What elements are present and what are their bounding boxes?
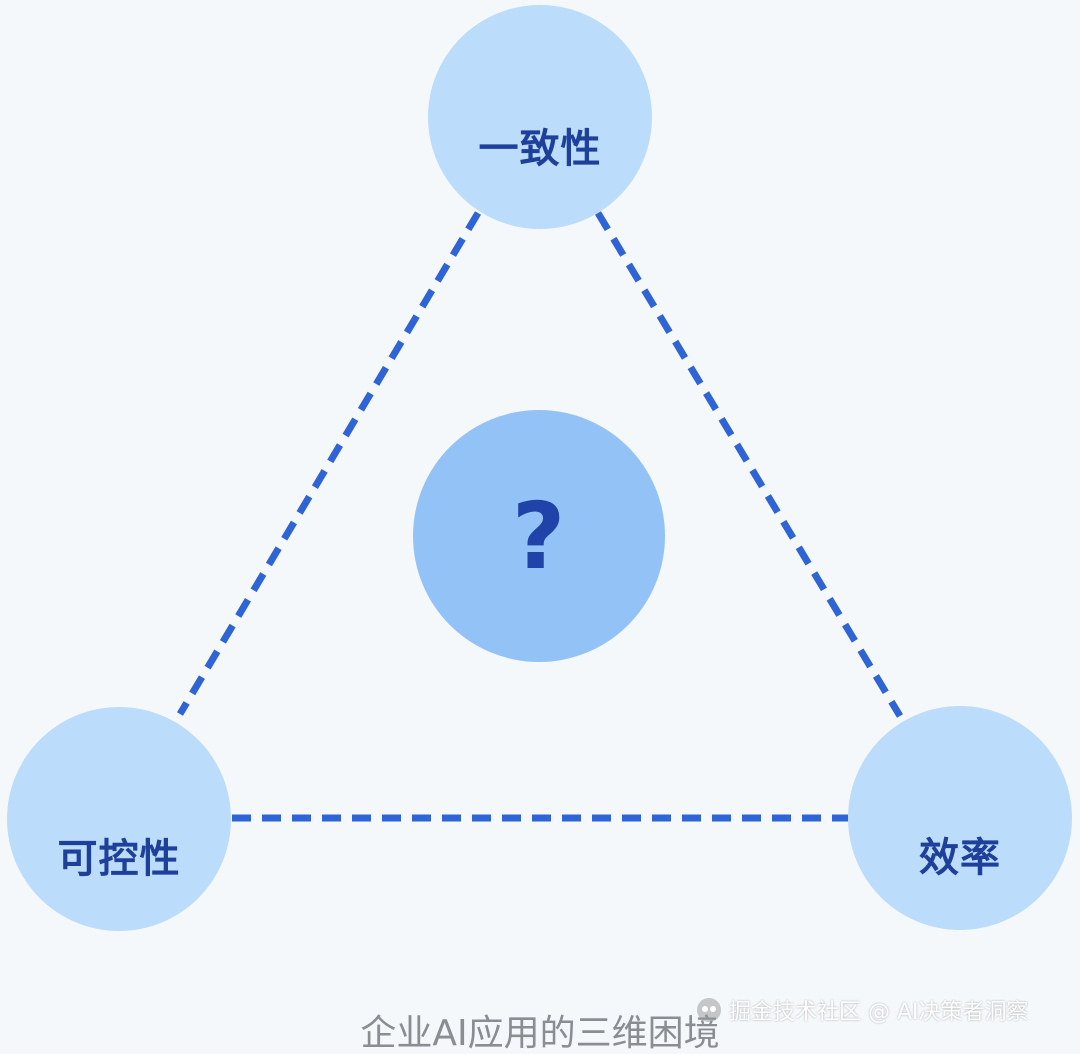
- node-consistency: 一致性: [428, 5, 652, 229]
- dashed-line-top-left: [176, 211, 482, 716]
- wechat-icon: [697, 998, 721, 1022]
- node-controllability-label: 可控性: [57, 836, 181, 882]
- question-mark-icon: ?: [511, 482, 567, 590]
- node-efficiency: 效率: [848, 706, 1072, 930]
- watermark-text: 掘金技术社区 @ AI决策者洞察: [729, 1000, 1029, 1025]
- node-center-question: ?: [413, 410, 665, 662]
- node-controllability: 可控性: [7, 707, 231, 931]
- node-efficiency-label: 效率: [919, 835, 1001, 881]
- diagram-caption: 企业AI应用的三维困境: [360, 1013, 720, 1054]
- dashed-line-top-right: [594, 211, 904, 718]
- watermark: 掘金技术社区 @ AI决策者洞察: [697, 994, 1029, 1026]
- node-consistency-label: 一致性: [478, 125, 602, 172]
